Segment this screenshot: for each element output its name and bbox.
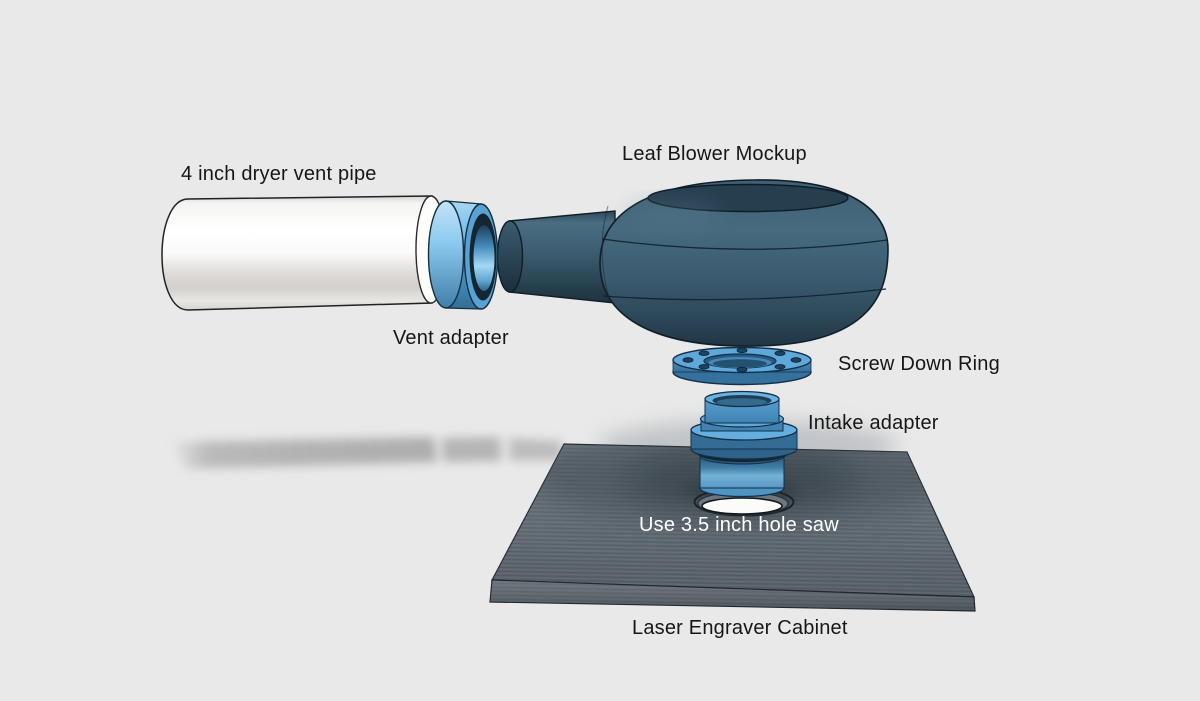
intake-adapter-part — [690, 390, 798, 498]
label-intake-adapter: Intake adapter — [808, 412, 939, 434]
screw-down-ring-part — [672, 346, 812, 386]
blower-nozzle — [496, 210, 616, 304]
label-leaf-blower: Leaf Blower Mockup — [622, 143, 807, 165]
floor-shadow-bands — [172, 437, 562, 469]
label-cabinet: Laser Engraver Cabinet — [632, 617, 848, 639]
label-hole-saw: Use 3.5 inch hole saw — [639, 514, 839, 536]
label-vent-adapter: Vent adapter — [393, 327, 509, 349]
dryer-vent-pipe-part — [161, 195, 447, 311]
adapter-bore — [473, 225, 495, 291]
screw-holes — [682, 347, 802, 373]
vent-adapter-part — [427, 200, 499, 310]
leaf-blower-body — [599, 179, 889, 347]
hole-saw-cutout — [693, 487, 795, 517]
cabinet-panel — [489, 443, 976, 612]
label-dryer-vent-pipe: 4 inch dryer vent pipe — [181, 163, 377, 185]
label-screw-down-ring: Screw Down Ring — [838, 353, 1000, 375]
